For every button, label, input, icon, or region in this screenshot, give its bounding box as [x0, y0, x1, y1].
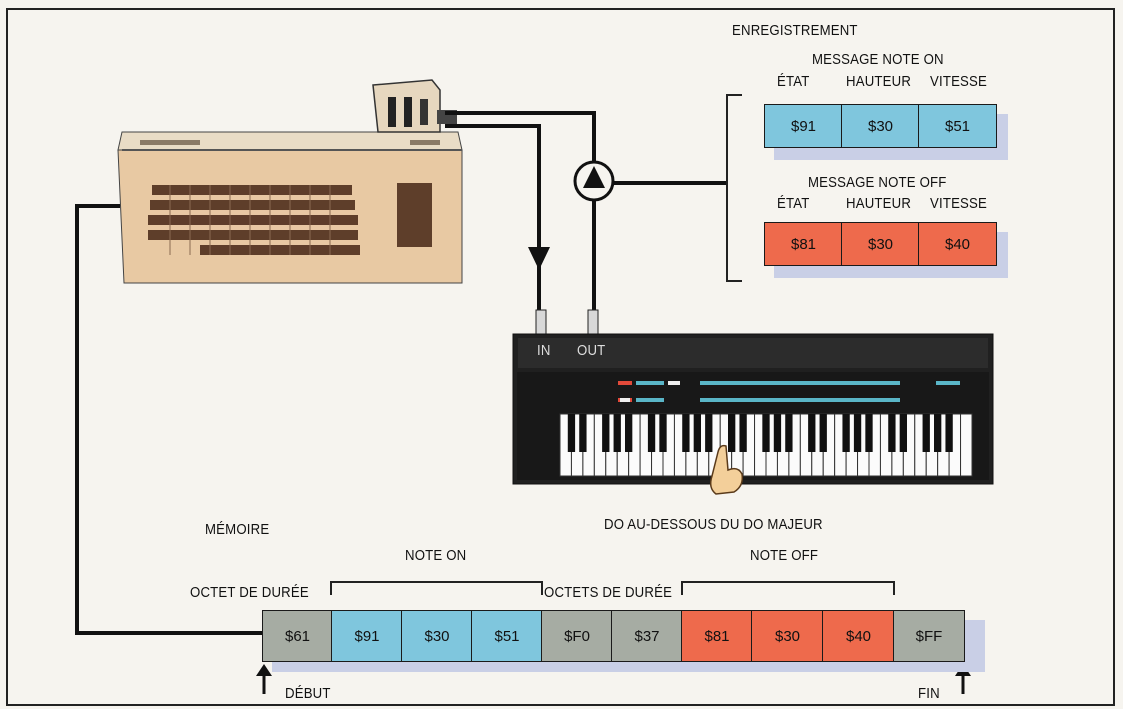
black-key [659, 414, 667, 452]
black-key [613, 414, 621, 452]
diagram-frame [6, 8, 1115, 706]
black-key [682, 414, 690, 452]
midi-in-label: IN [537, 342, 551, 359]
note-on-group-label: NOTE ON [405, 547, 467, 564]
note-on-status-cell: $91 [764, 104, 843, 148]
midi-interface-icon [372, 79, 457, 133]
note-off-col-hauteur: HAUTEUR [846, 195, 912, 212]
black-key [819, 414, 827, 452]
note-off-pitch-cell: $30 [841, 222, 920, 266]
black-key [647, 414, 656, 452]
note-off-message-title: MESSAGE NOTE OFF [808, 174, 947, 191]
note-on-col-hauteur: HAUTEUR [846, 73, 912, 90]
note-off-velocity-cell: $40 [918, 222, 997, 266]
note-on-col-etat: ÉTAT [777, 73, 810, 90]
synth-caption: DO AU-DESSOUS DU DO MAJEUR [604, 516, 823, 533]
memory-cell: $40 [822, 610, 895, 662]
data-flow-arrows [528, 160, 615, 270]
octets-duree-label: OCTETS DE DURÉE [544, 584, 673, 601]
register-title: ENREGISTREMENT [732, 22, 858, 39]
black-key [899, 414, 907, 452]
memory-cell: $81 [681, 610, 753, 662]
memory-cell: $30 [401, 610, 473, 662]
memory-cell: $37 [611, 610, 683, 662]
note-on-message-title: MESSAGE NOTE ON [812, 51, 944, 68]
black-key [602, 414, 610, 452]
note-off-col-vitesse: VITESSE [930, 195, 987, 212]
synthesizer-icon [512, 309, 994, 485]
black-key [762, 414, 770, 452]
note-on-pitch-cell: $30 [841, 104, 920, 148]
black-key [579, 414, 587, 452]
memory-cell: $91 [331, 610, 403, 662]
black-key [773, 414, 782, 452]
note-on-col-vitesse: VITESSE [930, 73, 987, 90]
black-key [945, 414, 953, 452]
memory-cell: $FF [893, 610, 965, 662]
note-off-col-etat: ÉTAT [777, 195, 810, 212]
computer-icon [117, 131, 463, 284]
debut-label: DÉBUT [285, 685, 331, 702]
pressing-finger-icon [709, 444, 744, 495]
memory-cell: $30 [751, 610, 824, 662]
black-key [853, 414, 862, 452]
black-key [934, 414, 942, 452]
black-key [705, 414, 713, 452]
fin-label: FIN [918, 685, 940, 702]
midi-out-label: OUT [577, 342, 606, 359]
black-key [842, 414, 850, 452]
memory-cell: $61 [262, 610, 333, 662]
black-key [888, 414, 896, 452]
note-on-velocity-cell: $51 [918, 104, 997, 148]
memory-brackets [330, 581, 895, 595]
octet-duree-label: OCTET DE DURÉE [190, 584, 309, 601]
memory-cell: $51 [471, 610, 543, 662]
black-key [785, 414, 793, 452]
debut-arrow-icon [256, 664, 272, 694]
black-key [739, 414, 747, 452]
note-off-status-cell: $81 [764, 222, 843, 266]
memory-cell: $F0 [541, 610, 613, 662]
register-bracket [726, 94, 742, 282]
black-key [567, 414, 576, 452]
black-key [865, 414, 873, 452]
black-key [625, 414, 633, 452]
memory-title: MÉMOIRE [205, 521, 270, 538]
white-key [960, 413, 973, 477]
black-key [808, 414, 816, 452]
black-key [693, 414, 701, 452]
black-key [922, 414, 930, 452]
note-off-group-label: NOTE OFF [750, 547, 819, 564]
black-key [728, 414, 736, 452]
